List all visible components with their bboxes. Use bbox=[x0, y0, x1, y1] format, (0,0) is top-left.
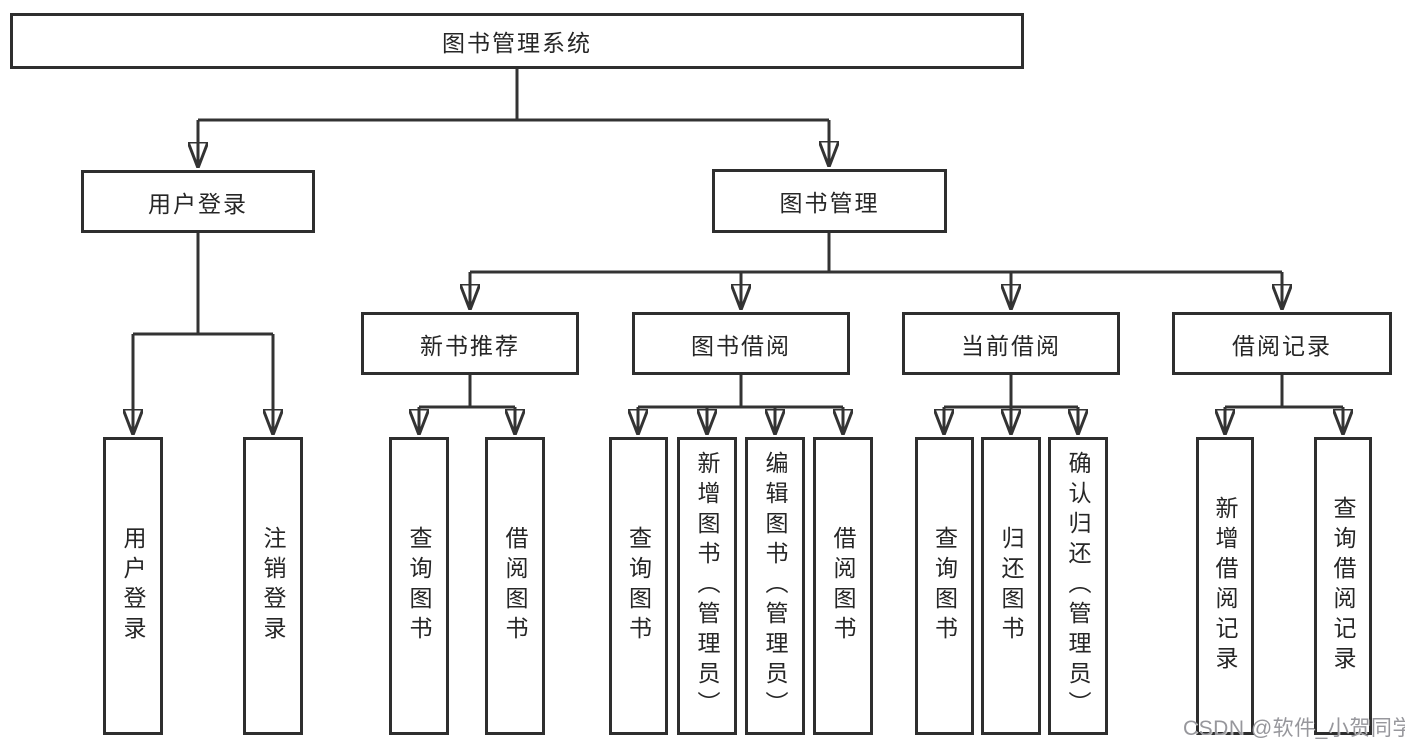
leaf-label: 借阅图书 bbox=[830, 526, 856, 646]
node-user-login: 用户登录 bbox=[81, 170, 315, 233]
leaf-label: 编辑图书（管理员） bbox=[762, 451, 788, 721]
node-book-management: 图书管理 bbox=[712, 169, 947, 233]
csdn-watermark: CSDN @软件_小贺同学 bbox=[1183, 717, 1405, 740]
node-root-library-system: 图书管理系统 bbox=[10, 13, 1024, 69]
leaf-label: 注销登录 bbox=[260, 526, 286, 646]
node-current-borrow: 当前借阅 bbox=[902, 312, 1120, 375]
leaf-confirm-return-admin: 确认归还（管理员） bbox=[1048, 437, 1108, 735]
node-book-borrow: 图书借阅 bbox=[632, 312, 850, 375]
leaf-query-books-recommend: 查询图书 bbox=[389, 437, 449, 735]
leaf-label: 查询图书 bbox=[406, 526, 432, 646]
leaf-add-books-admin: 新增图书（管理员） bbox=[677, 437, 737, 735]
connector-book-management-to-level3 bbox=[470, 233, 1282, 310]
leaf-label: 归还图书 bbox=[998, 526, 1024, 646]
connector-new-book-recommend-to-leaves bbox=[419, 375, 515, 435]
leaf-label: 借阅图书 bbox=[502, 526, 528, 646]
leaf-query-borrow-record: 查询借阅记录 bbox=[1314, 437, 1372, 735]
leaf-label: 查询图书 bbox=[625, 526, 652, 646]
leaf-label: 新增借阅记录 bbox=[1212, 496, 1238, 676]
leaf-query-books-borrow: 查询图书 bbox=[609, 437, 668, 735]
leaf-query-books-current: 查询图书 bbox=[915, 437, 974, 735]
leaf-user-login: 用户登录 bbox=[103, 437, 163, 735]
node-label: 图书管理系统 bbox=[442, 30, 592, 56]
node-label: 新书推荐 bbox=[420, 332, 520, 359]
node-label: 用户登录 bbox=[148, 190, 248, 217]
node-borrow-records: 借阅记录 bbox=[1172, 312, 1392, 375]
leaf-label: 新增图书（管理员） bbox=[694, 451, 720, 721]
leaf-borrow-books-recommend: 借阅图书 bbox=[485, 437, 545, 735]
connector-current-borrow-to-leaves bbox=[944, 375, 1078, 435]
leaf-edit-books-admin: 编辑图书（管理员） bbox=[745, 437, 805, 735]
node-label: 当前借阅 bbox=[961, 332, 1061, 359]
leaf-label: 确认归还（管理员） bbox=[1065, 451, 1091, 721]
leaf-label: 用户登录 bbox=[120, 526, 146, 646]
node-label: 借阅记录 bbox=[1232, 332, 1332, 359]
node-label: 图书借阅 bbox=[691, 332, 791, 359]
connector-root-to-level2 bbox=[198, 68, 829, 168]
leaf-return-books: 归还图书 bbox=[981, 437, 1041, 735]
leaf-logout: 注销登录 bbox=[243, 437, 303, 735]
leaf-label: 查询图书 bbox=[931, 526, 958, 646]
leaf-borrow-books: 借阅图书 bbox=[813, 437, 873, 735]
connector-borrow-records-to-leaves bbox=[1225, 375, 1343, 435]
node-label: 图书管理 bbox=[779, 190, 880, 216]
connector-book-borrow-to-leaves bbox=[638, 375, 843, 435]
connector-user-login-to-leaves bbox=[133, 233, 273, 435]
leaf-add-borrow-record: 新增借阅记录 bbox=[1196, 437, 1254, 735]
node-new-book-recommend: 新书推荐 bbox=[361, 312, 579, 375]
leaf-label: 查询借阅记录 bbox=[1330, 496, 1356, 676]
